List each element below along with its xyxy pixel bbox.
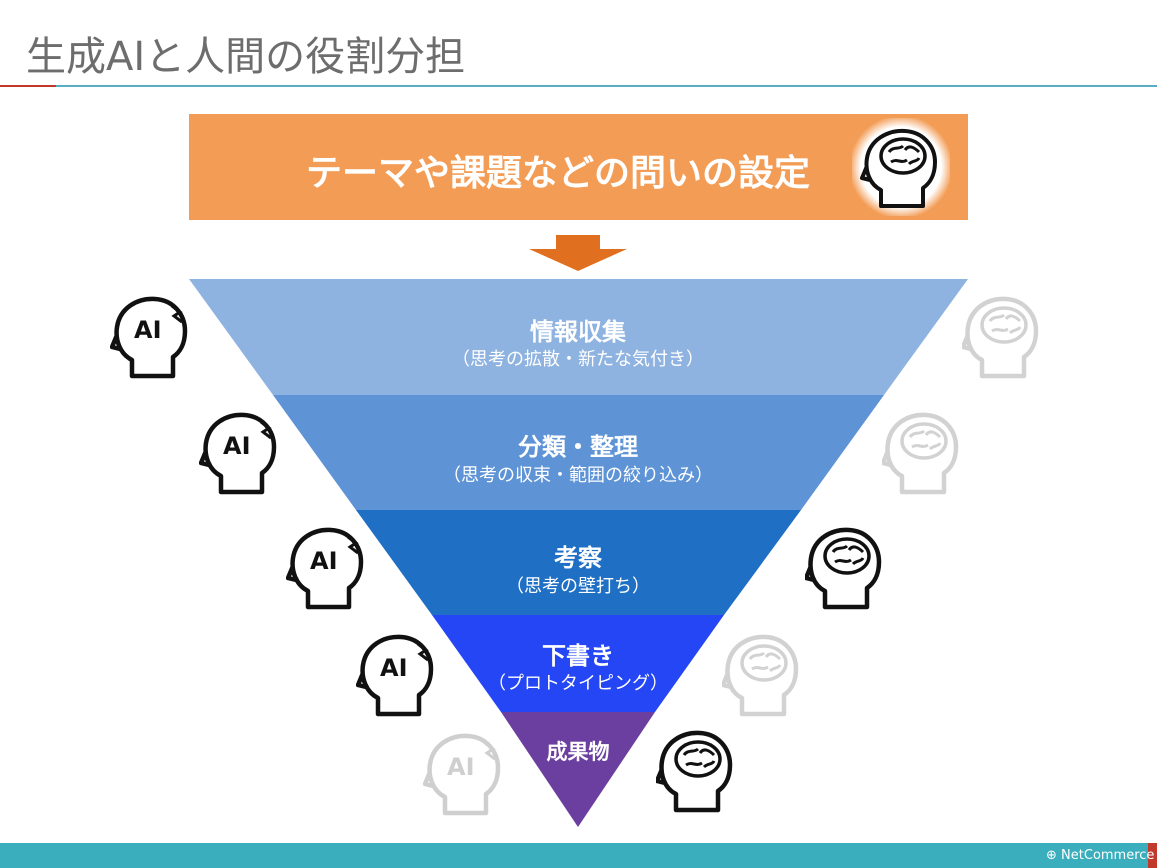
- footer-accent: [1148, 843, 1157, 868]
- theme-text: テーマや課題などの問いの設定: [306, 153, 811, 194]
- title-divider-accent: [0, 85, 56, 87]
- layer-3-subtitle: （思考の壁打ち）: [506, 576, 650, 597]
- footer-bar: [0, 843, 1157, 868]
- layer-4-title: 下書き: [542, 642, 614, 670]
- layer-1-subtitle: （思考の拡散・新たな気付き）: [452, 349, 704, 370]
- ai-label: AI: [310, 547, 338, 575]
- funnel-layer-2: [273, 395, 884, 510]
- page-title: 生成AIと人間の役割分担: [26, 34, 466, 80]
- down-arrow-icon: [529, 235, 627, 271]
- funnel-layer-1: [189, 279, 968, 395]
- layer-2-subtitle: （思考の収束・範囲の絞り込み）: [443, 465, 713, 486]
- ai-label: AI: [223, 432, 251, 460]
- human-brain-icon: [860, 128, 937, 208]
- ai-label: AI: [134, 316, 162, 344]
- human-brain-icon-faded: [882, 412, 959, 495]
- human-brain-icon-faded: [722, 634, 799, 717]
- human-brain-icon: [656, 730, 733, 813]
- ai-head-icon: AI: [356, 634, 434, 717]
- funnel-layer-4: [432, 615, 724, 712]
- footer-logo-text: NetCommerce: [1061, 848, 1155, 863]
- layer-1-title: 情報収集: [530, 318, 626, 346]
- ai-head-icon: AI: [286, 527, 364, 610]
- layer-4-subtitle: （プロトタイピング）: [488, 673, 668, 694]
- netcommerce-logo-icon: ⊕: [1046, 848, 1057, 863]
- human-brain-icon: [805, 527, 882, 610]
- layer-3-title: 考察: [554, 544, 602, 572]
- title-divider: [0, 85, 1157, 87]
- funnel-layer-3: [356, 510, 801, 615]
- theme-box: [189, 114, 968, 220]
- ai-head-icon: AI: [110, 296, 188, 379]
- ai-label: AI: [380, 654, 408, 682]
- human-brain-icon-faded: [962, 296, 1039, 379]
- ai-head-icon: AI: [199, 412, 277, 495]
- footer-logo: ⊕ NetCommerce: [1046, 848, 1154, 863]
- layer-2-title: 分類・整理: [518, 433, 638, 461]
- layer-5-title: 成果物: [546, 740, 610, 764]
- funnel-layer-5: [501, 712, 655, 827]
- ai-label: AI: [447, 753, 475, 781]
- ai-head-icon-faded: AI: [423, 733, 501, 816]
